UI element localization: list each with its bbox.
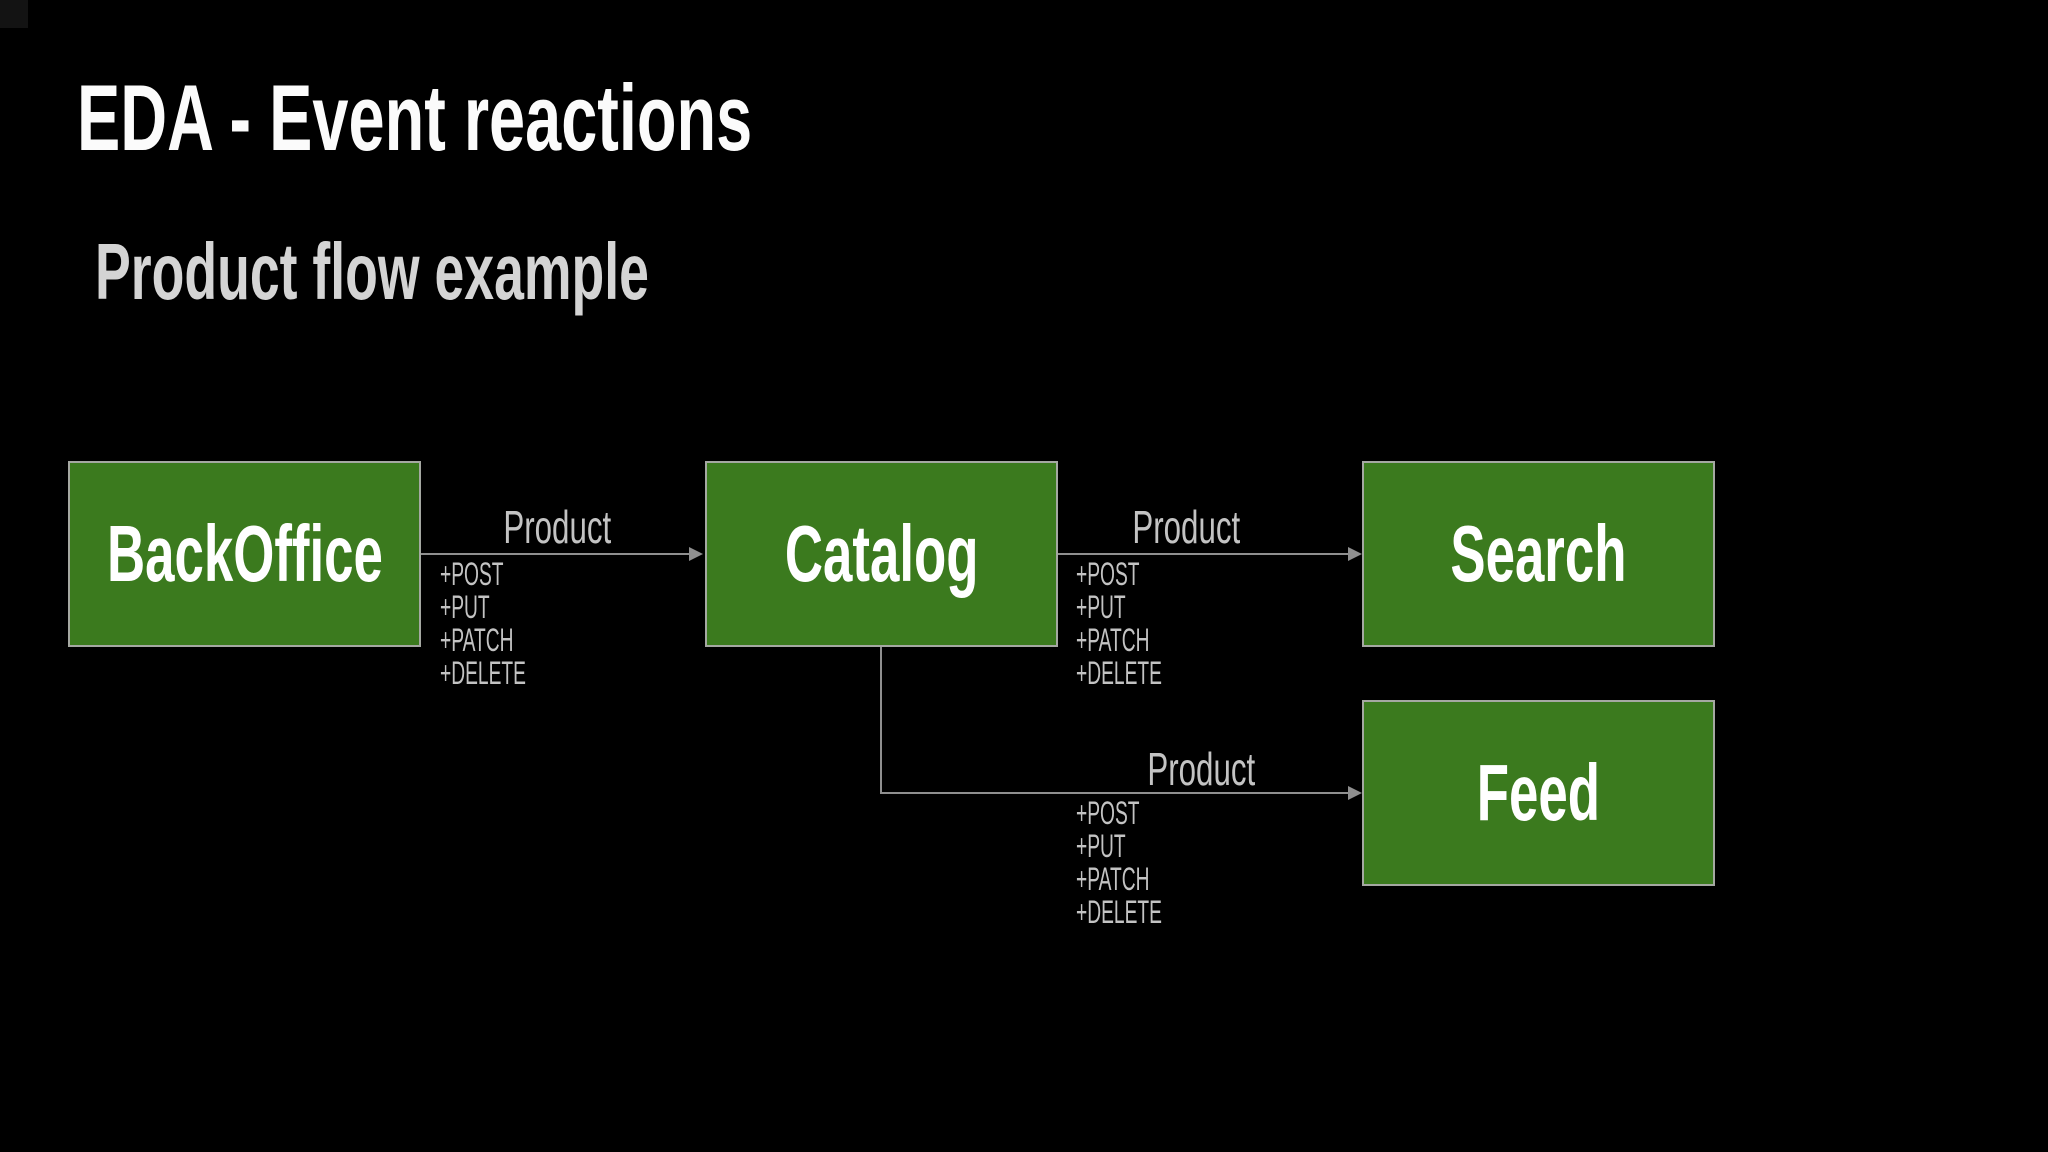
edge-catalog-feed-line-vertical: [880, 647, 882, 794]
edge-catalog-search-methods: +POST +PUT +PATCH +DELETE: [1076, 558, 1162, 690]
method-item: +DELETE: [1076, 655, 1162, 691]
edge-catalog-feed-label: Product: [1147, 743, 1255, 795]
node-catalog: Catalog: [705, 461, 1058, 647]
method-item: +PATCH: [1076, 861, 1150, 897]
edge-backoffice-catalog-methods: +POST +PUT +PATCH +DELETE: [440, 558, 526, 690]
edge-catalog-feed-methods: +POST +PUT +PATCH +DELETE: [1076, 797, 1162, 929]
method-item: +PUT: [1076, 589, 1126, 625]
node-search-label: Search: [1450, 509, 1627, 598]
method-item: +DELETE: [1076, 894, 1162, 930]
arrowhead-icon: [1348, 547, 1362, 561]
edge-catalog-search-line: [1058, 553, 1350, 555]
page-subtitle: Product flow example: [95, 232, 922, 312]
node-feed: Feed: [1362, 700, 1715, 886]
node-search: Search: [1362, 461, 1715, 647]
node-catalog-label: Catalog: [784, 509, 979, 598]
edge-backoffice-catalog-line: [421, 553, 691, 555]
method-item: +PUT: [1076, 828, 1126, 864]
node-backoffice-label: BackOffice: [106, 509, 383, 598]
method-item: +POST: [440, 556, 504, 592]
edge-catalog-feed-line-horizontal: [880, 792, 1350, 794]
page-subtitle-text: Product flow example: [95, 227, 649, 316]
edge-catalog-search-label: Product: [1132, 501, 1240, 553]
method-item: +PATCH: [440, 622, 514, 658]
method-item: +POST: [1076, 556, 1140, 592]
node-backoffice: BackOffice: [68, 461, 421, 647]
arrowhead-icon: [1348, 786, 1362, 800]
method-item: +PUT: [440, 589, 490, 625]
method-item: +DELETE: [440, 655, 526, 691]
edge-backoffice-catalog-label: Product: [503, 501, 611, 553]
page-title-text: EDA - Event reactions: [77, 65, 753, 170]
method-item: +POST: [1076, 795, 1140, 831]
method-item: +PATCH: [1076, 622, 1150, 658]
node-feed-label: Feed: [1476, 748, 1601, 837]
arrowhead-icon: [689, 547, 703, 561]
corner-artifact: [0, 0, 28, 28]
page-title: EDA - Event reactions: [77, 71, 1056, 165]
